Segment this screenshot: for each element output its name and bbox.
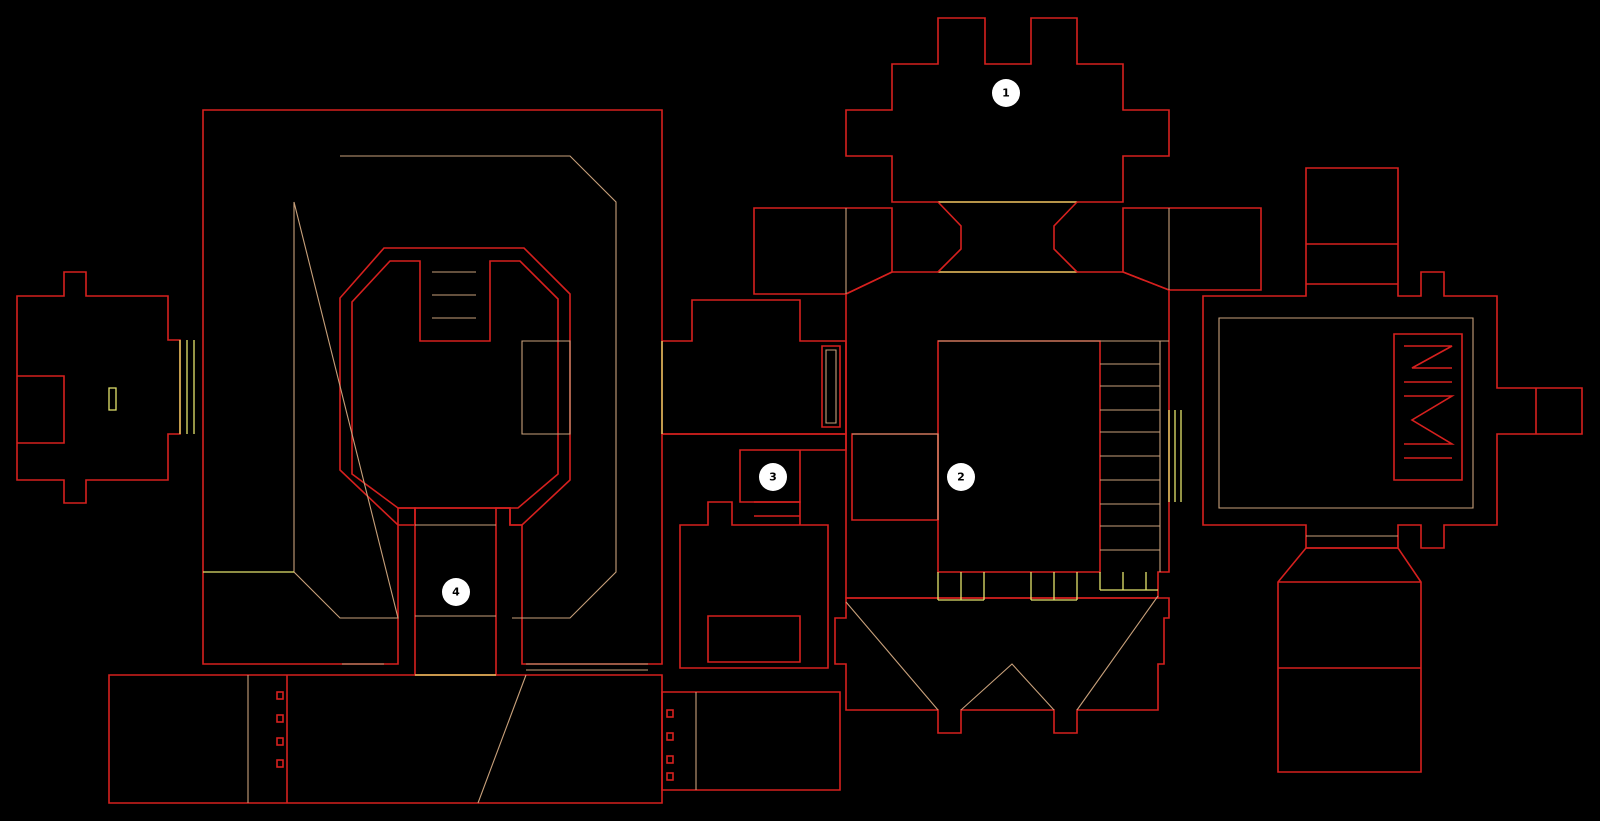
north-room-wall bbox=[845, 17, 1170, 203]
fixture bbox=[666, 755, 674, 764]
exit-sign-frame bbox=[1393, 333, 1463, 481]
fixtures bbox=[276, 691, 674, 781]
exit-sign-letters bbox=[1404, 345, 1455, 459]
north-gate-walls bbox=[937, 201, 1078, 273]
central-south-inner-wall bbox=[707, 615, 801, 663]
fixture bbox=[276, 737, 284, 746]
north-east-wing-wall bbox=[1122, 207, 1262, 291]
ring-step-right bbox=[521, 340, 571, 435]
marker-4: 4 bbox=[442, 578, 470, 606]
marker-2: 2 bbox=[947, 463, 975, 491]
north-gate-left-wall bbox=[937, 201, 962, 273]
east-door bbox=[1168, 410, 1182, 502]
central-hall-stairs bbox=[1100, 363, 1160, 551]
marker-3-label: 3 bbox=[769, 471, 777, 484]
east-building-north-wall bbox=[1306, 243, 1398, 285]
small-passage-wall bbox=[754, 501, 801, 525]
marker-1: 1 bbox=[992, 79, 1020, 107]
central-south-room-wall bbox=[679, 501, 829, 669]
west-wing-alcove-wall bbox=[17, 375, 65, 444]
south-west-inner-steps bbox=[247, 663, 648, 804]
east-inner-step bbox=[1218, 317, 1474, 509]
east-building-wall bbox=[1202, 167, 1583, 549]
pillar-step bbox=[825, 349, 837, 424]
fixture bbox=[276, 714, 284, 723]
marker-2-label: 2 bbox=[957, 471, 965, 484]
fixture bbox=[666, 772, 674, 781]
south-hall-door-caps bbox=[938, 589, 1158, 601]
ring-stairs-south bbox=[415, 524, 496, 617]
north-gate bbox=[938, 201, 1077, 273]
pillar-wall bbox=[821, 345, 841, 428]
central-hall-alcove-step bbox=[852, 433, 939, 520]
north-gate-right-wall bbox=[1053, 201, 1078, 273]
marker-1-label: 1 bbox=[1002, 87, 1010, 100]
fixture bbox=[666, 732, 674, 741]
south-hall-doors bbox=[937, 572, 1147, 600]
steps bbox=[247, 155, 1474, 804]
marker-4-label: 4 bbox=[452, 586, 460, 599]
marker-3: 3 bbox=[759, 463, 787, 491]
west-switch bbox=[108, 387, 117, 411]
fixture bbox=[276, 691, 284, 700]
fixture bbox=[666, 709, 674, 718]
fixture bbox=[276, 759, 284, 768]
west-door bbox=[179, 340, 195, 434]
south-middle-building-wall bbox=[661, 691, 841, 791]
south-arena-diagonals bbox=[845, 595, 1159, 711]
doors bbox=[108, 201, 1182, 676]
central-hall-step-frame bbox=[938, 340, 1169, 572]
south-east-tower-inner bbox=[1278, 581, 1421, 669]
inner-ring-inner-wall bbox=[351, 260, 559, 509]
ring-stairs-north bbox=[432, 271, 476, 319]
